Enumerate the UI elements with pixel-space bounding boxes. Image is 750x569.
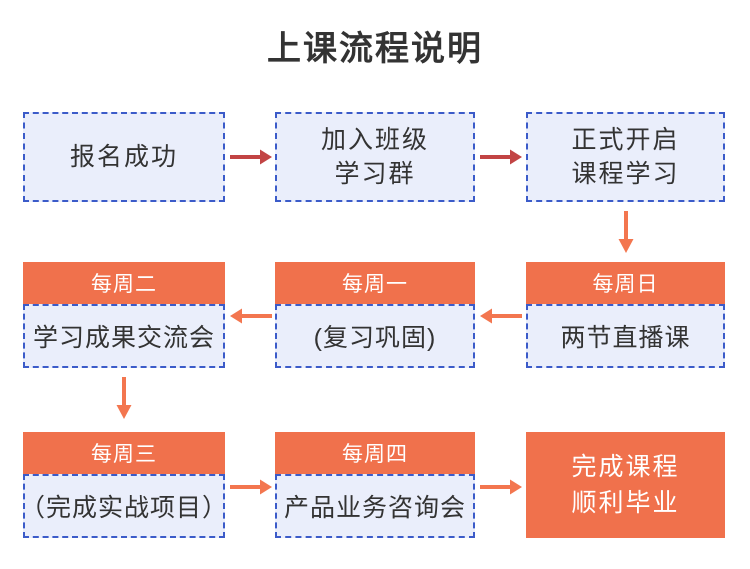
- box-signup-success: 报名成功: [23, 112, 225, 202]
- cell-tuesday: 每周二 学习成果交流会: [23, 262, 225, 368]
- cell-sunday-body: 两节直播课: [526, 304, 725, 368]
- box-label-line: 顺利毕业: [571, 489, 680, 517]
- cell-thursday: 每周四 产品业务咨询会: [275, 432, 475, 538]
- box-graduation: 完成课程 顺利毕业: [526, 432, 725, 538]
- box-join-class-group: 加入班级 学习群: [275, 112, 475, 202]
- arrow-right-icon: [230, 149, 272, 165]
- cell-tuesday-body: 学习成果交流会: [23, 304, 225, 368]
- arrow-left-icon: [480, 308, 522, 324]
- cell-wednesday-header: 每周三: [23, 432, 225, 474]
- cell-monday: 每周一 (复习巩固): [275, 262, 475, 368]
- cell-wednesday: 每周三 （完成实战项目）: [20, 432, 227, 538]
- arrow-down-icon: [618, 211, 634, 253]
- arrow-right-icon: [480, 149, 522, 165]
- arrow-right-icon: [230, 479, 272, 495]
- arrow-left-icon: [230, 308, 272, 324]
- box-label-line: 学习群: [334, 160, 416, 188]
- page-title: 上课流程说明: [267, 30, 483, 68]
- box-label-line: 完成课程: [571, 453, 680, 481]
- cell-thursday-header: 每周四: [275, 432, 475, 474]
- box-label-line: 正式开启: [571, 126, 680, 154]
- cell-wednesday-body: （完成实战项目）: [20, 474, 227, 538]
- cell-tuesday-header: 每周二: [23, 262, 225, 304]
- arrow-down-icon: [116, 377, 132, 419]
- cell-thursday-body: 产品业务咨询会: [275, 474, 475, 538]
- cell-monday-body: (复习巩固): [275, 304, 475, 368]
- cell-monday-header: 每周一: [275, 262, 475, 304]
- cell-sunday: 每周日 两节直播课: [526, 262, 725, 368]
- cell-sunday-header: 每周日: [526, 262, 725, 304]
- box-label-line: 报名成功: [69, 143, 178, 171]
- arrow-right-icon: [480, 479, 522, 495]
- box-label-line: 课程学习: [571, 160, 680, 188]
- box-label-line: 加入班级: [320, 126, 429, 154]
- box-start-course: 正式开启 课程学习: [526, 112, 725, 202]
